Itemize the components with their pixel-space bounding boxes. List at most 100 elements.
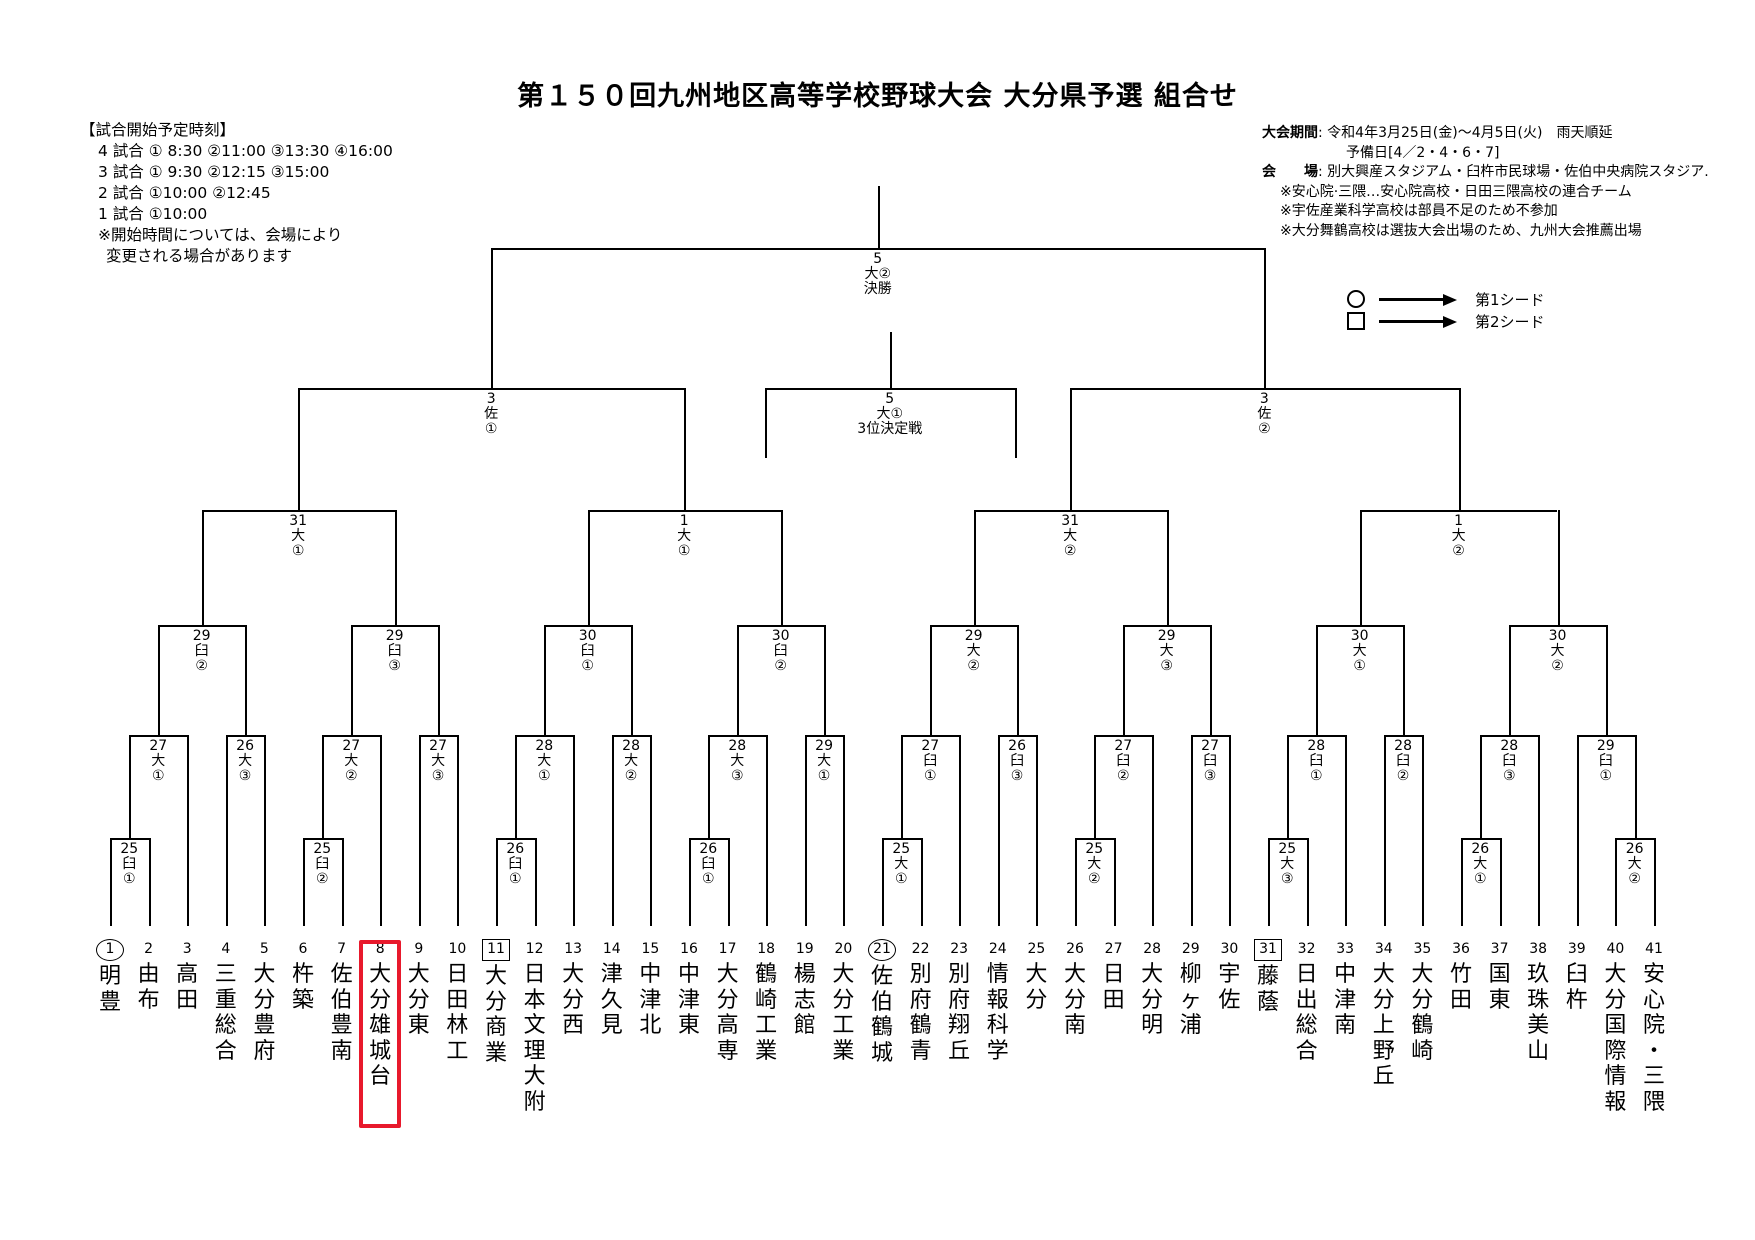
match-number: ② [1452, 543, 1465, 559]
bracket-connector-vertical [264, 735, 267, 926]
bracket-connector-horizontal [737, 625, 825, 627]
tournament-period-row: 大会期間: 令和4年3月25日(金)～4月5日(火) 雨天順延 [1262, 124, 1709, 144]
match-venue: 大② [864, 266, 892, 282]
bracket-connector-horizontal [298, 388, 685, 390]
team-name: 佐伯鶴城 [870, 964, 893, 1066]
match-date: 27 [342, 738, 361, 754]
match-number: ① [817, 768, 831, 784]
bracket-connector-vertical [1359, 510, 1362, 625]
bracket-connector-vertical [158, 625, 161, 735]
bracket-connector-horizontal [496, 838, 535, 840]
tournament-venue-row: 会 場: 別大興産スタジアム・臼杵市民球場・佐伯中央病院スタジア. [1262, 163, 1709, 183]
match-number: ③ [431, 768, 445, 784]
match-date: 26 [506, 841, 525, 857]
bracket-connector-horizontal [1190, 735, 1230, 737]
match-number: ② [1088, 871, 1101, 887]
bracket-connector-vertical [901, 735, 904, 838]
match-date: 27 [1201, 738, 1220, 754]
match-number: ② [195, 658, 208, 674]
game-start-times-line-1: 1 試合 ①10:00 [98, 205, 208, 223]
match-number: ① [895, 871, 908, 887]
team-name: 大分高専 [716, 962, 739, 1064]
bracket-connector-vertical [1287, 735, 1290, 838]
bracket-connector-vertical [1306, 838, 1309, 926]
match-venue: 佐 [484, 406, 499, 422]
team-name: 別府鶴青 [909, 962, 932, 1064]
bracket-connector-vertical [573, 735, 576, 926]
bracket-connector-horizontal [1461, 838, 1500, 840]
game-start-times-note-1: ※開始時間については、会場により [98, 226, 343, 244]
bracket-connector-vertical [515, 735, 518, 838]
match-venue: 大 [1352, 643, 1367, 659]
team-seed-number: 18 [757, 941, 776, 957]
bracket-connector-vertical [303, 838, 305, 926]
team-seed-number: 23 [950, 941, 969, 957]
bracket-connector-horizontal [689, 838, 728, 840]
bracket-connector-vertical [804, 735, 807, 926]
bracket-connector-vertical [1557, 510, 1560, 625]
match-venue: 大 [431, 753, 446, 769]
team-seed-number: 20 [834, 941, 853, 957]
bracket-connector-horizontal [973, 510, 1167, 512]
match-date: 26 [236, 738, 255, 754]
match-date: 25 [892, 841, 911, 857]
bracket-connector-vertical [959, 735, 962, 926]
match-venue: 大 [537, 753, 552, 769]
tournament-note-1: ※安心院·三隈…安心院高校・日田三隈高校の連合チーム [1280, 183, 1632, 200]
game-start-times-note-2: 変更される場合があります [106, 247, 293, 265]
team-name: 柳ヶ浦 [1179, 962, 1202, 1038]
bracket-connector-vertical [973, 510, 976, 625]
team-name: 大分明 [1141, 962, 1164, 1038]
tournament-period-label: 大会期間 [1262, 125, 1318, 141]
bracket-connector-horizontal [158, 625, 246, 627]
match-venue: 大 [730, 753, 745, 769]
